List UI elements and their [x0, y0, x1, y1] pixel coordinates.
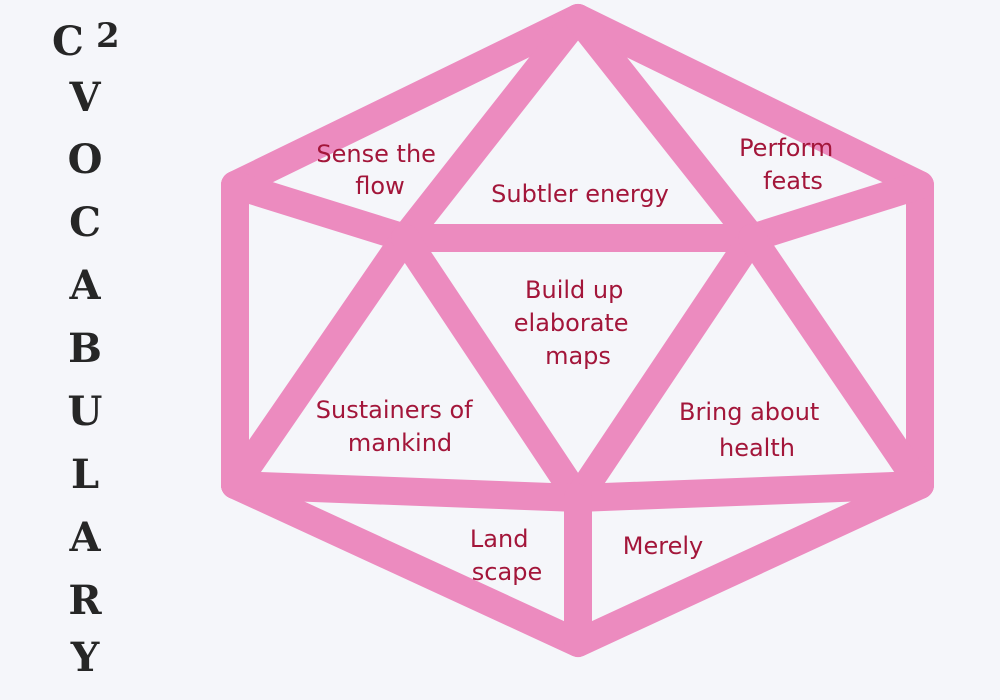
- title-letter: Y: [70, 634, 100, 681]
- edge: [564, 4, 766, 252]
- edge: [221, 471, 592, 512]
- vertical-title: C 2 V O C A B U L A R Y: [50, 16, 130, 688]
- label-line: elaborate: [514, 309, 629, 337]
- edge: [221, 224, 419, 499]
- face-label-middle-right: Bring about health: [679, 398, 827, 462]
- title-letter: L: [70, 451, 100, 498]
- label-line: maps: [545, 342, 611, 370]
- face-label-top-center: Subtler energy: [491, 180, 669, 208]
- label-line: flow: [355, 172, 404, 200]
- title-letter: U: [67, 388, 103, 435]
- face-label-top-right: Perform feats: [739, 134, 841, 195]
- icosahedron-frame: [221, 4, 934, 657]
- label-line: Bring about: [679, 398, 819, 426]
- edge: [391, 4, 592, 252]
- title-letter: O: [67, 136, 103, 183]
- title-letter: R: [68, 577, 102, 624]
- title-letter: A: [69, 514, 101, 561]
- edge: [564, 471, 934, 512]
- title-letter: B: [68, 325, 102, 372]
- title-level-number: 2: [96, 16, 120, 56]
- label-line: Merely: [623, 532, 703, 560]
- label-line: Sustainers of: [316, 396, 473, 424]
- face-label-bottom-left: Land scape: [470, 525, 542, 586]
- label-line: health: [719, 434, 795, 462]
- label-line: Sense the: [316, 140, 436, 168]
- title-level-letter: C: [52, 18, 84, 65]
- label-line: scape: [472, 558, 542, 586]
- label-line: Build up: [525, 276, 623, 304]
- title-letter: V: [69, 74, 101, 121]
- face-label-bottom-right: Merely: [623, 532, 703, 560]
- face-label-top-left: Sense the flow: [316, 140, 443, 200]
- edge: [564, 224, 766, 512]
- label-line: Land: [470, 525, 529, 553]
- edge: [391, 224, 592, 512]
- edge: [221, 171, 419, 252]
- edge: [738, 171, 934, 252]
- title-letter: A: [69, 262, 101, 309]
- label-line: Subtler energy: [491, 180, 669, 208]
- face-label-center: Build up elaborate maps: [514, 276, 636, 370]
- edge: [738, 224, 934, 499]
- face-label-middle-left: Sustainers of mankind: [316, 396, 480, 457]
- label-line: feats: [763, 167, 823, 195]
- label-line: mankind: [348, 429, 452, 457]
- title-letter: C: [69, 199, 101, 246]
- label-line: Perform: [739, 134, 833, 162]
